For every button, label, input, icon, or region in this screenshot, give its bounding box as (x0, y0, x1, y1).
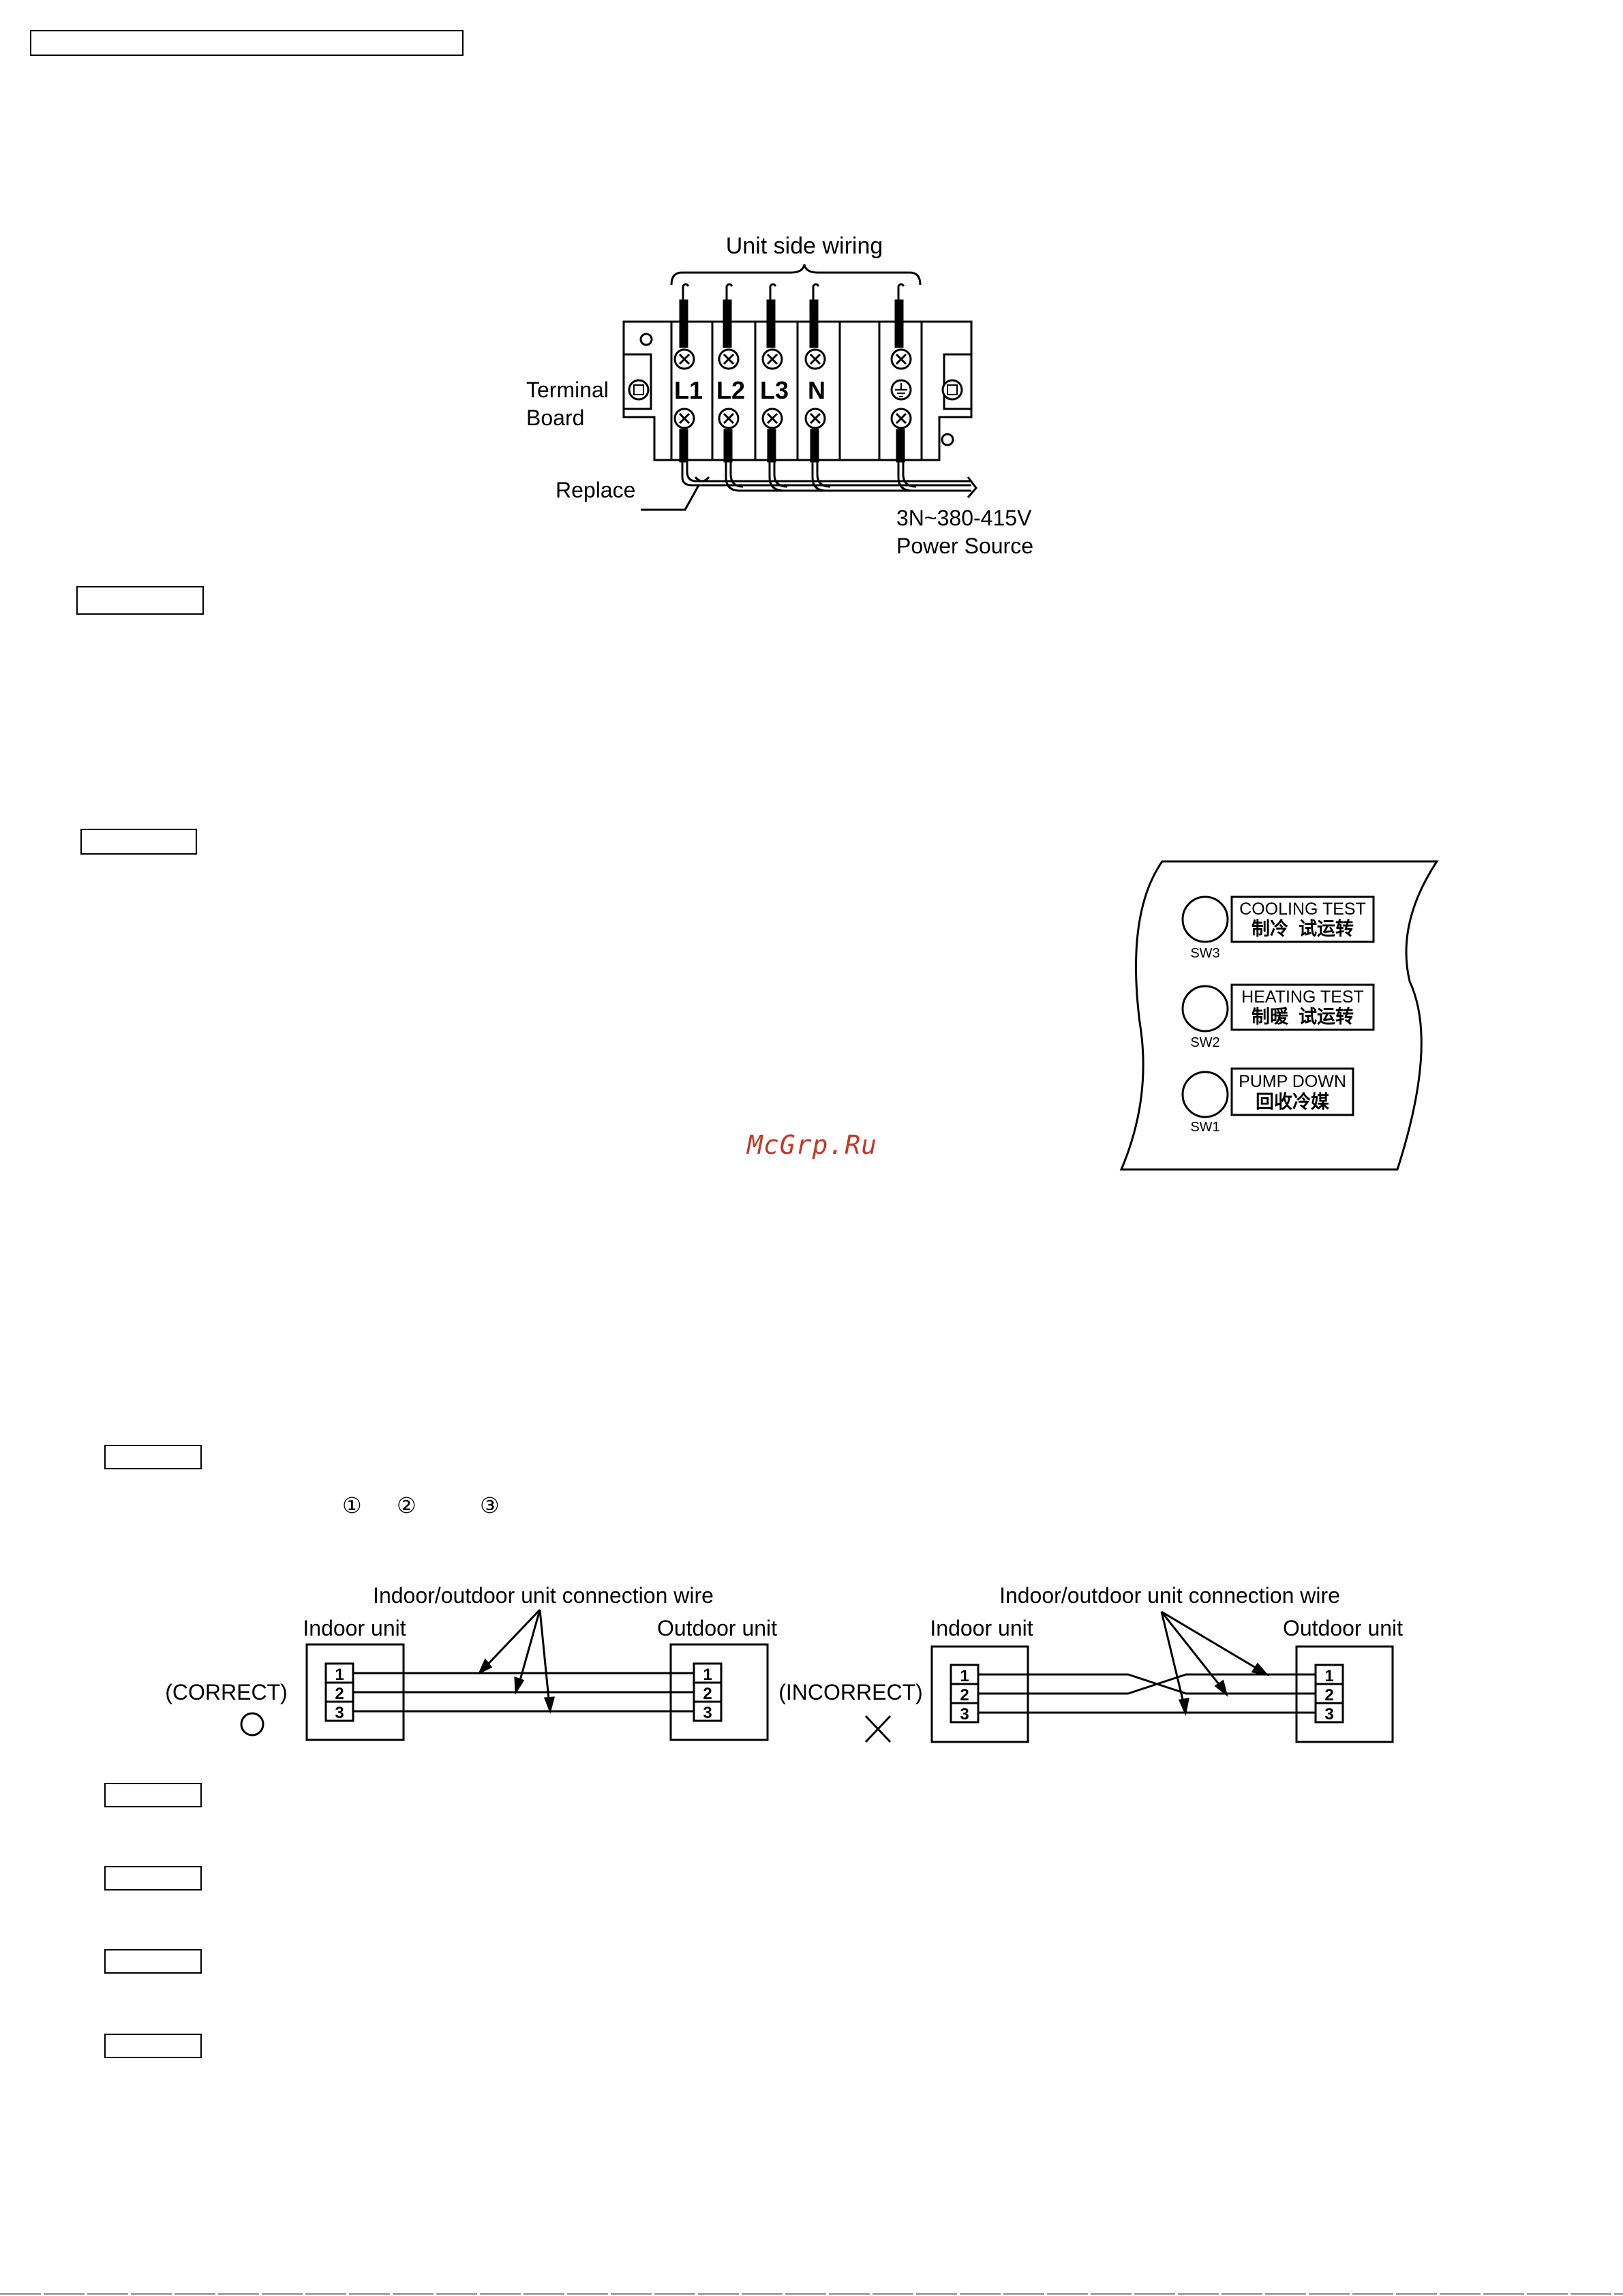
terminal-board-label-line2: Board (526, 405, 584, 430)
pump-down-label-en: PUMP DOWN (1239, 1072, 1346, 1091)
terminal-l3-label: L3 (760, 376, 789, 404)
section-label-box-3 (104, 1445, 202, 1469)
header-label-box (30, 30, 464, 56)
sw1-label: SW1 (1190, 1120, 1219, 1135)
right-mount-bracket (943, 353, 971, 410)
circled-number-2: ② (397, 1493, 416, 1518)
unit-side-wires (679, 283, 905, 348)
terminal-l2-label: L2 (716, 376, 745, 404)
terminal-board-label-line1: Terminal (526, 378, 609, 402)
correct-indoor-pin-1: 1 (335, 1666, 344, 1684)
section-label-box-7 (104, 2034, 202, 2058)
incorrect-indoor-pin-3: 3 (960, 1705, 969, 1724)
heating-test-label-en: HEATING TEST (1241, 988, 1364, 1007)
section-label-box-6 (104, 1949, 202, 1974)
power-source-voltage: 3N~380-415V (896, 506, 1032, 530)
cooling-test-label-box (1230, 896, 1375, 943)
cooling-test-label-zh: 制冷 试运转 (1252, 919, 1354, 939)
correct-outdoor-pin-1: 1 (703, 1666, 712, 1684)
correct-outdoor-pin-2: 2 (703, 1685, 712, 1703)
power-source-label: Power Source (896, 534, 1033, 558)
left-mount-bracket (624, 353, 652, 410)
incorrect-connection-wires (978, 1673, 1316, 1714)
correct-status-label: (CORRECT) (165, 1680, 288, 1704)
board-hole-bottom-icon (941, 433, 954, 446)
terminal-n-label: N (808, 376, 825, 404)
correct-indoor-pin-2: 2 (335, 1685, 344, 1703)
incorrect-outdoor-pin-2: 2 (1324, 1686, 1333, 1704)
heating-test-button[interactable] (1181, 985, 1229, 1032)
incorrect-outdoor-pin-3: 3 (1324, 1705, 1333, 1724)
pump-down-button[interactable] (1181, 1071, 1229, 1118)
right-mount-screw-icon (941, 379, 963, 401)
terminal-board-diagram: Unit side wiring (526, 233, 1033, 558)
incorrect-indoor-pin-1: 1 (960, 1667, 969, 1685)
section-label-box-1 (76, 586, 204, 615)
incorrect-indoor-label: Indoor unit (930, 1616, 1033, 1640)
incorrect-indoor-pin-2: 2 (960, 1686, 969, 1704)
sw2-label: SW2 (1190, 1035, 1219, 1050)
switch-panel: SW3 COOLING TEST 制冷 试运转 SW2 HEATING TEST… (1119, 860, 1439, 1171)
sw3-label: SW3 (1190, 946, 1219, 961)
left-mount-screw-icon (628, 379, 650, 401)
incorrect-wire-title: Indoor/outdoor unit connection wire (999, 1583, 1340, 1608)
correct-pointer-arrows (477, 1608, 555, 1714)
correct-indoor-pin-3: 3 (335, 1704, 344, 1722)
pump-down-label-box (1230, 1067, 1354, 1116)
correct-indoor-label: Indoor unit (303, 1616, 406, 1640)
correct-mark-icon (240, 1712, 264, 1736)
incorrect-wiring-diagram: Indoor/outdoor unit connection wire Indo… (778, 1583, 1403, 1743)
incorrect-mark-icon (864, 1715, 892, 1743)
circled-number-1: ① (342, 1493, 362, 1518)
ground-icon (890, 379, 912, 401)
circled-number-3: ③ (480, 1493, 500, 1518)
heating-test-label-zh: 制暖 试运转 (1252, 1007, 1354, 1027)
wiring-brace (670, 264, 922, 286)
section-label-box-2 (80, 829, 197, 855)
correct-wiring-diagram: Indoor/outdoor unit connection wire Indo… (165, 1583, 777, 1741)
section-label-box-4 (104, 1783, 202, 1807)
replace-pointer (641, 485, 700, 511)
cooling-test-button[interactable] (1181, 896, 1229, 943)
power-source-wires (679, 429, 977, 498)
watermark: McGrp.Ru (747, 1130, 878, 1160)
board-hole-top-icon (639, 333, 653, 346)
incorrect-outdoor-pin-1: 1 (1324, 1667, 1333, 1685)
replace-label: Replace (556, 478, 635, 502)
heating-test-label-box (1230, 983, 1375, 1031)
cooling-test-label-en: COOLING TEST (1239, 900, 1366, 919)
correct-connection-wires (353, 1672, 694, 1713)
terminal-l1-label: L1 (674, 376, 703, 404)
incorrect-pointer-arrows (1160, 1610, 1270, 1716)
correct-outdoor-pin-3: 3 (703, 1704, 712, 1722)
correct-outdoor-label: Outdoor unit (657, 1616, 777, 1640)
correct-wire-title: Indoor/outdoor unit connection wire (373, 1583, 714, 1608)
incorrect-status-label: (INCORRECT) (778, 1680, 923, 1704)
incorrect-outdoor-label: Outdoor unit (1283, 1616, 1403, 1640)
unit-side-wiring-label: Unit side wiring (726, 233, 883, 259)
section-label-box-5 (104, 1866, 202, 1891)
pump-down-label-zh: 回收冷媒 (1256, 1091, 1330, 1112)
